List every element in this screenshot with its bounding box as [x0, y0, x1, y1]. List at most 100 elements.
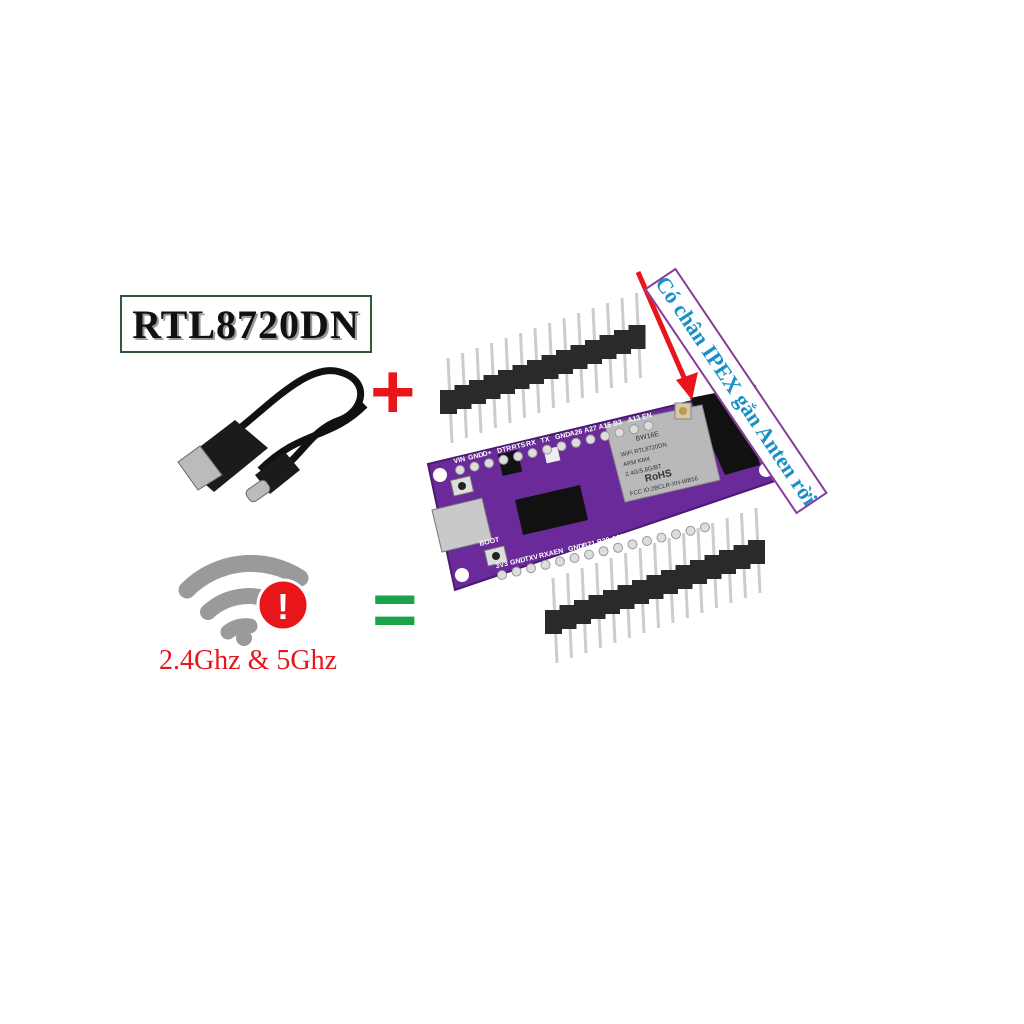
boot-button-label: BOOT: [479, 536, 501, 548]
title-box: RTL8720DN: [120, 295, 372, 353]
pin-housing: [661, 570, 678, 594]
pin-pad: [469, 461, 480, 472]
pin-housing: [675, 565, 693, 589]
pin-housing: [603, 590, 620, 614]
pin-pad: [627, 539, 638, 550]
pin-pad: [571, 437, 581, 448]
pin-label: DTR: [497, 445, 513, 455]
equals-sign: =: [372, 565, 418, 653]
pin-housing: [690, 560, 707, 584]
pin-housing: [719, 550, 736, 574]
pin-pad: [629, 424, 639, 435]
wifi-warning-icon: !: [178, 554, 310, 646]
pin-pad: [555, 556, 565, 567]
pin-label: EN: [553, 548, 564, 557]
pin-label: A14: [640, 527, 654, 537]
pin-housing: [469, 380, 486, 404]
wifi-band-label: 2.4Ghz & 5Ghz: [158, 645, 338, 676]
pin-label: B20: [597, 537, 611, 547]
pin-housing: [614, 330, 631, 354]
pin-label: RX: [526, 439, 537, 448]
pin-label: GND: [555, 431, 572, 441]
pin-pad: [498, 454, 509, 465]
pin-pad: [656, 532, 667, 543]
pin-pad: [643, 420, 654, 431]
pin-label: B21: [582, 540, 596, 550]
pin-label: A25: [611, 533, 625, 543]
pin-housing: [585, 340, 602, 364]
pin-pad: [671, 529, 681, 540]
pin-pad: [526, 563, 536, 574]
pin-pad: [584, 549, 594, 560]
pin-housing: [483, 375, 501, 399]
pin-label: 3V3: [495, 561, 509, 571]
rtl8720dn-board: BW16E WiFi RTL8720DN ARM KM4 2.4G/5.8G/B…: [426, 384, 780, 592]
pin-pad: [542, 444, 552, 455]
pin-label: A12: [669, 520, 683, 530]
pin-pad: [585, 434, 596, 445]
pin-label: RXA: [539, 550, 555, 560]
plus-sign: +: [370, 347, 416, 435]
pin-pad: [700, 522, 710, 533]
pin-housing: [527, 360, 544, 384]
pin-pad: [556, 441, 567, 452]
pin-label: GND: [510, 557, 527, 567]
pin-label: GND: [568, 543, 585, 553]
pin-housing: [440, 390, 457, 414]
pin-pad: [614, 427, 625, 438]
pin-pad: [540, 559, 551, 570]
pin-pad: [511, 566, 522, 577]
pin-housing: [646, 575, 664, 599]
pin-housing: [574, 600, 591, 624]
pin-label: EN: [642, 412, 653, 421]
pin-label: A26: [569, 428, 583, 438]
pin-pad: [600, 431, 610, 441]
pin-housing: [632, 580, 649, 604]
pin-housing: [545, 610, 562, 634]
pin-label: TX: [540, 436, 551, 445]
pin-label: GND: [468, 452, 485, 462]
pin-label: D+: [482, 450, 492, 459]
pin-pad: [642, 536, 652, 546]
pin-pad: [613, 542, 623, 553]
pin-label: RTS: [511, 442, 527, 452]
pin-label: A7: [626, 531, 636, 540]
pin-header-bottom: [545, 507, 765, 664]
usb-cable-icon: [177, 367, 368, 503]
warning-mark: !: [277, 586, 289, 627]
pin-housing: [617, 585, 635, 609]
pin-pad: [484, 458, 494, 469]
pin-pad: [685, 525, 696, 536]
pin-pad: [497, 570, 507, 580]
pin-pad: [569, 553, 580, 563]
pin-pad: [455, 465, 465, 475]
pin-label: A13: [627, 415, 641, 425]
pin-housing: [628, 325, 646, 349]
pin-label: B1: [698, 514, 708, 523]
pin-label: VIN: [453, 456, 466, 465]
pin-label: TXV: [524, 554, 539, 564]
pin-housing: [570, 345, 588, 369]
pin-label: A15: [598, 422, 612, 432]
pin-housing: [748, 540, 765, 564]
pin-pad: [598, 546, 609, 557]
pin-header-top: [440, 292, 646, 444]
pin-housing: [454, 385, 472, 409]
pin-housing: [599, 335, 617, 359]
pin-housing: [541, 355, 559, 379]
pin-pad: [513, 451, 523, 462]
pin-label: B2: [684, 517, 694, 526]
pin-housing: [704, 555, 722, 579]
pin-label: A27: [584, 425, 598, 435]
pin-label: A30: [655, 523, 669, 533]
pin-housing: [556, 350, 573, 374]
pin-pad: [527, 448, 538, 458]
pin-housing: [733, 545, 751, 569]
pin-housing: [512, 365, 530, 389]
pin-label: B3: [613, 419, 623, 428]
pin-housing: [588, 595, 606, 619]
pin-housing: [559, 605, 577, 629]
pin-housing: [498, 370, 515, 394]
